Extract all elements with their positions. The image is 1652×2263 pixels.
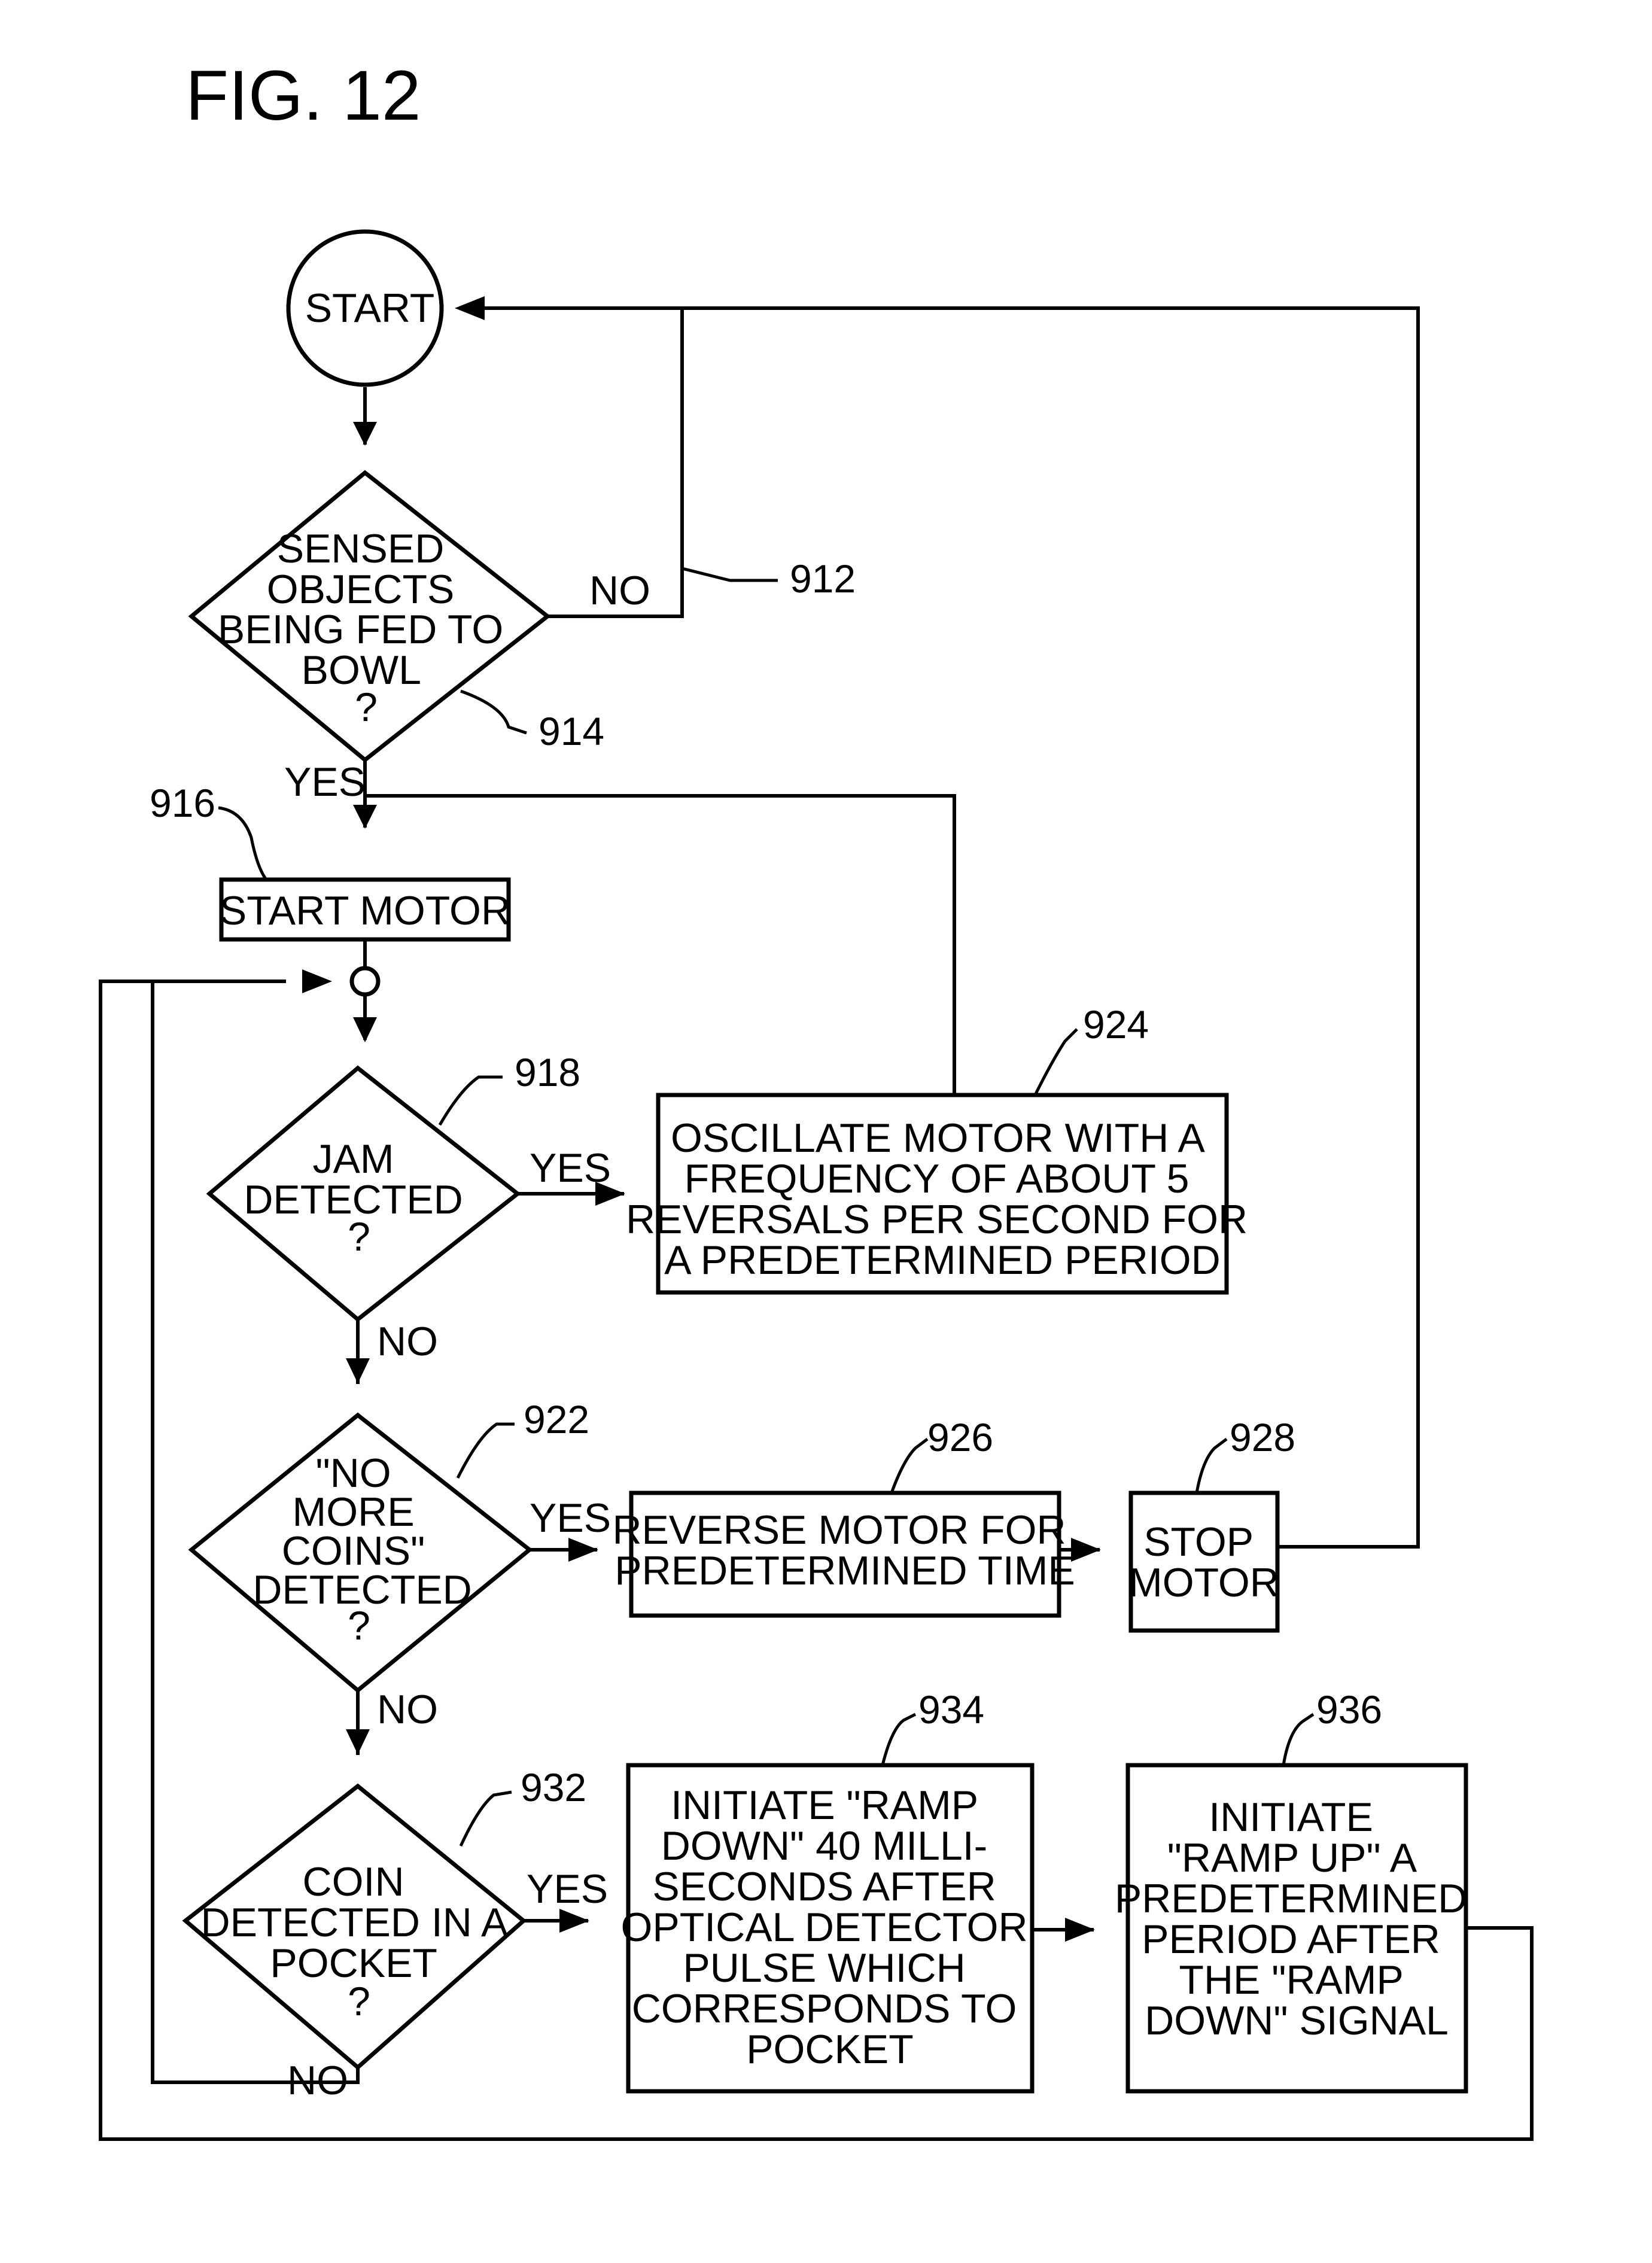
ref-916: 916 xyxy=(150,781,215,825)
leader-926 xyxy=(892,1439,927,1493)
arrowhead-to-922 xyxy=(346,1358,370,1383)
ref-924: 924 xyxy=(1083,1002,1149,1047)
leader-928 xyxy=(1197,1439,1227,1493)
arrowhead-to-918 xyxy=(353,1017,377,1042)
leader-922 xyxy=(458,1424,515,1478)
arrowhead-to-start xyxy=(455,296,485,320)
branch-label-922-yes: YES xyxy=(530,1495,611,1541)
ref-922: 922 xyxy=(524,1397,589,1441)
leader-918 xyxy=(440,1077,503,1125)
branch-label-914-yes: YES xyxy=(284,759,366,805)
leader-924 xyxy=(1035,1029,1077,1095)
branch-label-918-yes: YES xyxy=(530,1145,611,1191)
start-label: START xyxy=(305,285,435,331)
leader-914 xyxy=(461,691,527,733)
branch-label-922-no: NO xyxy=(377,1687,438,1732)
arrowhead-to-926 xyxy=(568,1538,598,1562)
junction-node xyxy=(352,968,378,994)
leader-912 xyxy=(682,568,778,580)
process-934-text: INITIATE "RAMP DOWN" 40 MILLI- SECONDS A… xyxy=(620,1783,1039,2072)
connector-914-no-to-start xyxy=(485,308,682,616)
arrowhead-to-934 xyxy=(559,1909,589,1933)
arrowhead-to-936 xyxy=(1065,1918,1095,1942)
process-916-text: START MOTOR xyxy=(220,888,510,933)
branch-label-932-no: NO xyxy=(287,2058,348,2103)
arrowhead-to-916 xyxy=(353,805,377,829)
arrowhead-to-junction xyxy=(302,969,332,993)
ref-914: 914 xyxy=(539,709,604,753)
connector-928-to-start xyxy=(682,308,1418,1547)
arrowhead-to-932 xyxy=(346,1729,370,1754)
leader-936 xyxy=(1283,1714,1313,1765)
ref-936: 936 xyxy=(1316,1687,1382,1732)
ref-934: 934 xyxy=(918,1687,984,1732)
ref-926: 926 xyxy=(927,1415,993,1459)
leader-932 xyxy=(461,1792,512,1846)
ref-918: 918 xyxy=(515,1050,580,1094)
figure-title: FIG. 12 xyxy=(185,56,421,135)
ref-928: 928 xyxy=(1230,1415,1295,1459)
leader-934 xyxy=(883,1714,915,1765)
process-928-text: STOP MOTOR xyxy=(1128,1519,1279,1605)
process-926-text: REVERSE MOTOR FOR PREDETERMINED TIME xyxy=(612,1507,1077,1593)
arrowhead-to-914 xyxy=(353,422,377,446)
process-924-text: OSCILLATE MOTOR WITH A FREQUENCY OF ABOU… xyxy=(626,1115,1259,1283)
leader-916 xyxy=(218,808,266,880)
branch-label-918-no: NO xyxy=(377,1319,438,1364)
branch-label-914-no: NO xyxy=(589,568,650,613)
connector-924-to-916 xyxy=(365,796,954,1095)
branch-label-932-yes: YES xyxy=(527,1866,608,1912)
ref-912: 912 xyxy=(790,556,856,601)
ref-932: 932 xyxy=(521,1765,586,1809)
